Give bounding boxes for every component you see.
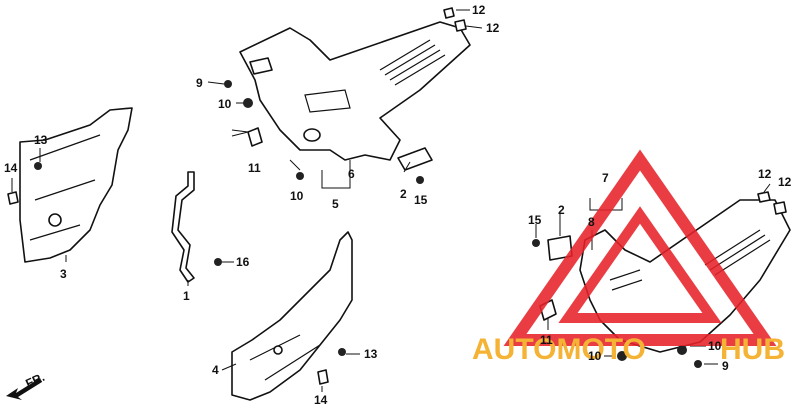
bracket <box>171 171 222 283</box>
callout-11: 11 <box>540 333 553 347</box>
fittings-upper <box>224 7 467 184</box>
callout-5: 5 <box>332 197 339 211</box>
front-direction-arrow: FR. <box>6 370 47 400</box>
callout-10: 10 <box>218 97 232 111</box>
left-fittings <box>7 162 42 205</box>
callout-12: 12 <box>778 175 792 189</box>
watermark-text-hub: HUB <box>720 333 785 366</box>
watermark: AUTOMOTO HUB <box>472 149 785 366</box>
lower-center-fittings <box>317 348 346 385</box>
callout-2: 2 <box>558 203 565 217</box>
callout-12: 12 <box>472 3 486 17</box>
upper-side-cover <box>239 21 471 161</box>
watermark-text-automoto: AUTOMOTO <box>472 333 646 366</box>
callout-10: 10 <box>290 189 304 203</box>
callout-13: 13 <box>364 347 378 361</box>
lower-center-panel <box>231 231 353 401</box>
callout-10: 10 <box>588 349 602 363</box>
callout-12: 12 <box>486 21 500 35</box>
callout-2: 2 <box>400 187 407 201</box>
callout-14: 14 <box>4 161 18 175</box>
callout-12: 12 <box>758 167 772 181</box>
callout-13: 13 <box>34 133 48 147</box>
callout-3: 3 <box>60 267 67 281</box>
left-panel <box>19 107 133 263</box>
callout-14: 14 <box>314 393 328 407</box>
callout-1: 1 <box>183 289 190 303</box>
watermark-triangle-logo <box>503 149 777 346</box>
callout-8: 8 <box>588 215 595 229</box>
callout-9: 9 <box>196 76 203 90</box>
callout-11: 11 <box>248 161 261 175</box>
callout-15: 15 <box>414 193 428 207</box>
leader-lines <box>11 9 771 392</box>
callout-10: 10 <box>708 339 722 353</box>
callout-16: 16 <box>236 255 250 269</box>
callout-labels: 12 12 9 10 11 10 6 5 2 15 13 14 3 16 1 1… <box>4 3 792 407</box>
callout-6: 6 <box>348 167 355 181</box>
direction-label: FR. <box>23 370 46 391</box>
callout-4: 4 <box>212 363 219 377</box>
callout-9: 9 <box>722 359 729 373</box>
callout-7: 7 <box>602 171 609 185</box>
callout-15: 15 <box>528 213 542 227</box>
